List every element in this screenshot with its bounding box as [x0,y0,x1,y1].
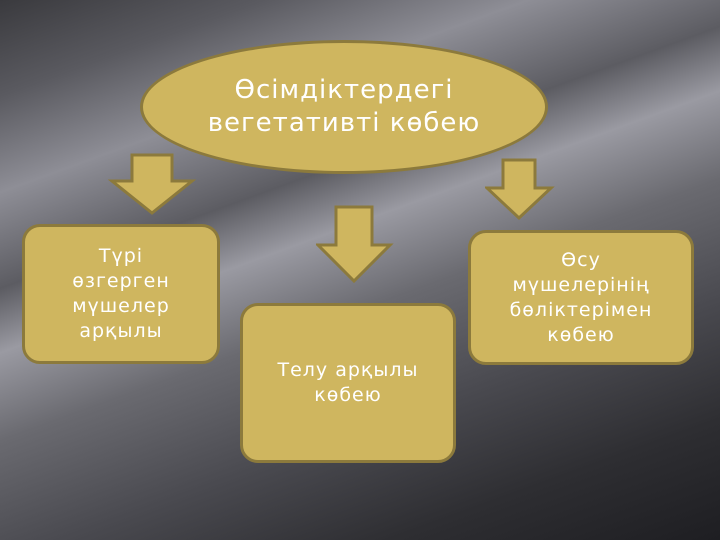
arrow-down-icon [108,153,196,215]
arrow-down-icon [316,205,394,284]
box-modified-organs: Түрі өзгерген мүшелер арқылы [22,224,220,364]
central-ellipse: Өсімдіктердегі вегетативті көбею [140,40,548,174]
box-growth-organ-parts: Өсу мүшелерінің бөліктерімен көбею [468,230,694,365]
box-division: Телу арқылы көбею [240,303,456,463]
box-label: Телу арқылы көбею [277,359,419,406]
box-label: Түрі өзгерген мүшелер арқылы [72,245,170,342]
arrow-down-icon [485,158,555,221]
central-title: Өсімдіктердегі вегетативті көбею [207,75,481,138]
box-label: Өсу мүшелерінің бөліктерімен көбею [509,248,653,346]
